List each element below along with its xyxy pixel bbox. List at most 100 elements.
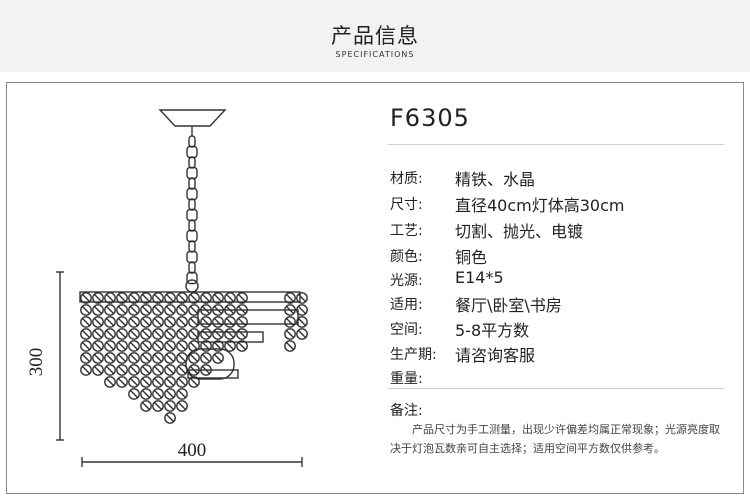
crystal-bead: [212, 304, 224, 316]
crystal-bead: [212, 340, 224, 352]
crystal-bead: [116, 304, 128, 316]
crystal-bead: [104, 304, 116, 316]
spec-value: 精铁、水晶: [455, 170, 536, 189]
crystal-facet: [94, 342, 102, 350]
crystal-bead: [200, 364, 212, 376]
crystal-bead: [152, 328, 164, 340]
crystal-facet: [142, 378, 150, 386]
crystal-facet: [130, 318, 138, 326]
crystal-bead: [116, 328, 128, 340]
crystal-bead: [164, 292, 176, 304]
crystal-bead: [188, 304, 200, 316]
crystal-bead: [188, 352, 200, 364]
crystal-bead: [140, 328, 152, 340]
crystal-facet: [178, 330, 186, 338]
crystal-facet: [166, 306, 174, 314]
crystal-bead: [80, 328, 92, 340]
crystal-facet: [202, 294, 210, 302]
crystal-facet: [154, 294, 162, 302]
crystal-bead: [164, 388, 176, 400]
crystal-facet: [286, 318, 294, 326]
crystal-facet: [82, 330, 90, 338]
crystal-bead: [188, 376, 200, 388]
spec-value: 直径40cm灯体高30cm: [455, 196, 625, 215]
crystal-facet: [94, 330, 102, 338]
crystal-bead: [176, 316, 188, 328]
chain-link: [186, 166, 198, 180]
crystal-bead: [188, 316, 200, 328]
crystal-facet: [202, 354, 210, 362]
crystal-bead: [164, 340, 176, 352]
crystal-bead: [284, 328, 296, 340]
crystal-bead: [140, 364, 152, 376]
crystal-bead: [176, 292, 188, 304]
crystal-bead: [104, 376, 116, 388]
crystal-facet: [130, 354, 138, 362]
lamp-holder: [197, 309, 299, 325]
crystal-facet: [178, 318, 186, 326]
crystal-facet: [226, 330, 234, 338]
crystal-facet: [226, 342, 234, 350]
crystal-bead: [128, 292, 140, 304]
crystal-bead: [128, 340, 140, 352]
crystal-facet: [238, 342, 246, 350]
crystal-bead: [128, 352, 140, 364]
crystal-bead: [128, 316, 140, 328]
crystal-bead: [224, 304, 236, 316]
crystal-facet: [82, 342, 90, 350]
crystal-facet: [190, 306, 198, 314]
crystal-facet: [166, 330, 174, 338]
crystal-facet: [130, 378, 138, 386]
crystal-facet: [166, 342, 174, 350]
crystal-bead: [140, 352, 152, 364]
crystal-facet: [178, 366, 186, 374]
crystal-facet: [118, 330, 126, 338]
crystal-facet: [154, 306, 162, 314]
crystal-facet: [130, 306, 138, 314]
crystal-facet: [142, 354, 150, 362]
crystal-bead: [152, 400, 164, 412]
crystal-bead: [80, 292, 92, 304]
chain-link: [186, 145, 198, 159]
crystal-facet: [118, 294, 126, 302]
crystal-facet: [238, 294, 246, 302]
crystal-facet: [190, 354, 198, 362]
chain-link: [188, 156, 196, 169]
crystal-bead: [140, 400, 152, 412]
crystal-facet: [94, 354, 102, 362]
crystal-facet: [94, 366, 102, 374]
crystal-facet: [238, 318, 246, 326]
crystal-facet: [190, 342, 198, 350]
crystal-facet: [214, 294, 222, 302]
crystal-facet: [154, 366, 162, 374]
crystal-facet: [286, 330, 294, 338]
crystal-facet: [154, 318, 162, 326]
crystal-facet: [178, 294, 186, 302]
crystal-facet: [238, 330, 246, 338]
chain: [185, 135, 199, 293]
crystal-facet: [214, 354, 222, 362]
crystal-bead: [236, 316, 248, 328]
crystal-bead: [224, 292, 236, 304]
crystal-bead: [128, 328, 140, 340]
crystal-facet: [154, 330, 162, 338]
crystal-bead: [80, 316, 92, 328]
content-frame: [6, 82, 744, 494]
crystal-bead: [140, 316, 152, 328]
crystal-bead: [236, 292, 248, 304]
height-dimension: 300: [26, 348, 47, 377]
crystal-bead: [200, 340, 212, 352]
crystal-bead: [104, 352, 116, 364]
crystal-bead: [164, 352, 176, 364]
bottom-bar: [187, 369, 239, 379]
chain-link: [186, 250, 198, 264]
crystal-bead: [164, 376, 176, 388]
crystal-facet: [118, 378, 126, 386]
crystal-facet: [202, 366, 210, 374]
crystal-facet: [166, 414, 174, 422]
spec-value: 铜色: [455, 248, 488, 267]
crystal-bead: [140, 340, 152, 352]
spec-label: 生产期:: [390, 347, 437, 363]
crystal-facet: [142, 366, 150, 374]
chandelier-drawing: 300 400: [26, 109, 308, 467]
